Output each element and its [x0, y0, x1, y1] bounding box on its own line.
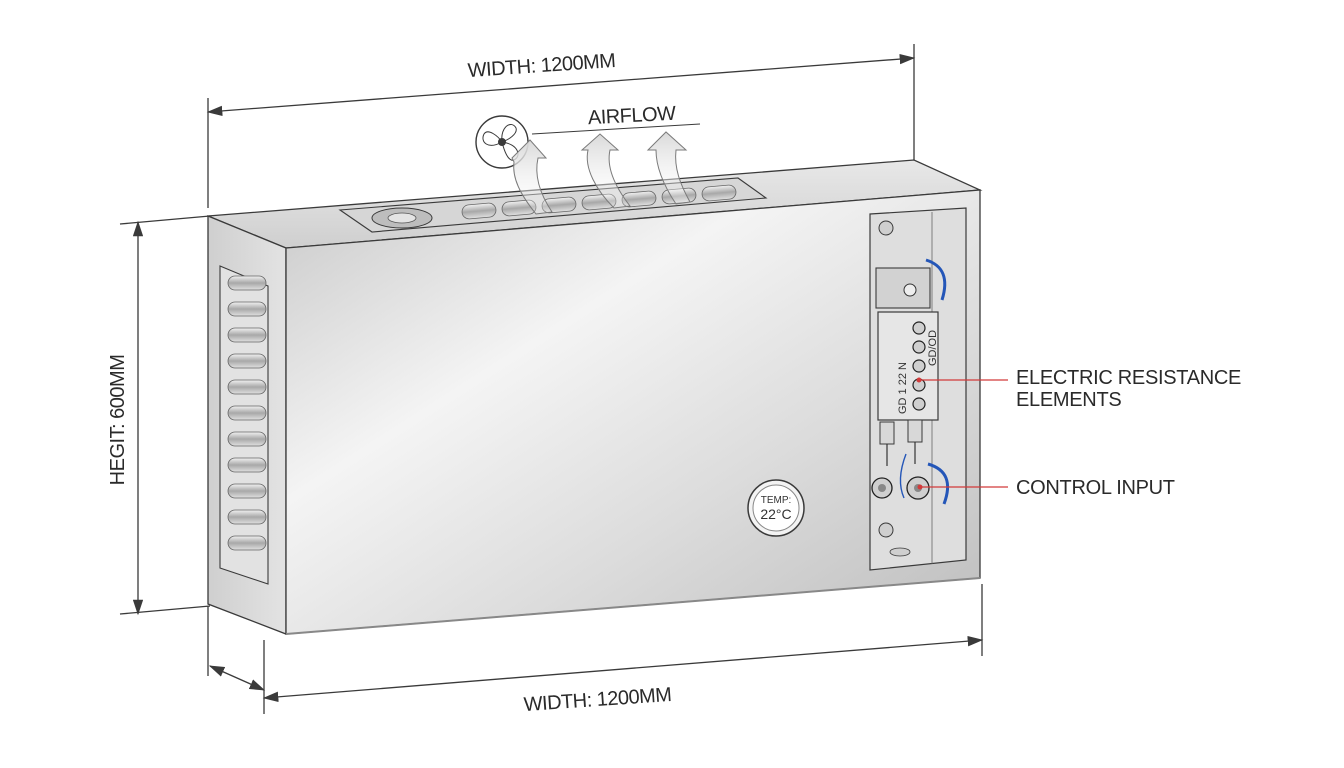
panel-screw-top [878, 220, 894, 236]
gauge-value: 22°C [760, 506, 791, 522]
airflow-arrow-1 [511, 139, 553, 215]
control-input-label: CONTROL INPUT [1016, 477, 1175, 499]
electric-resistance-label-line2: ELEMENTS [1016, 389, 1121, 411]
height-extension-top [119, 215, 211, 225]
terminal-left-text: GD 1 22 N [897, 362, 909, 414]
width-top-dimension-line [206, 53, 916, 117]
bottom-edge [285, 577, 981, 635]
airflow-illustration [475, 115, 701, 215]
callout-control-dot [917, 484, 923, 490]
terminal-screws [912, 321, 926, 411]
airflow-label: AIRFLOW [587, 103, 676, 130]
gauge-label: TEMP: [761, 495, 792, 506]
relay-block [875, 267, 931, 309]
side-heating-tubes [227, 275, 267, 551]
dimension-lines [119, 44, 984, 714]
width-bottom-dimension-line [262, 635, 984, 703]
callouts [916, 377, 1008, 490]
width-top-label: WIDTH: 1200MM [467, 50, 616, 82]
airflow-arrow-2 [580, 133, 631, 209]
cable-bottom [927, 462, 949, 505]
electric-resistance-label-line1: ELECTRIC RESISTANCE [1016, 367, 1241, 389]
vent-fan-icon [371, 207, 433, 229]
airflow-underline [531, 123, 701, 135]
width-bottom-label: WIDTH: 1200MM [523, 684, 672, 716]
height-label: HEGIT: 600MM [107, 355, 129, 486]
callout-electric-dot [916, 377, 922, 383]
heater-unit: GD 1 22 N GD/OD TEMP: 22°C [207, 159, 983, 635]
cable-top [925, 258, 947, 301]
terminal-block [877, 311, 939, 421]
temperature-gauge: TEMP: 22°C [747, 479, 805, 537]
terminal-right-text: GD/OD [927, 330, 939, 366]
height-extension-bottom [119, 605, 211, 615]
panel-screw-bottom [878, 522, 894, 538]
airflow-arrow-3 [646, 131, 691, 205]
depth-dimension-line [208, 665, 266, 691]
